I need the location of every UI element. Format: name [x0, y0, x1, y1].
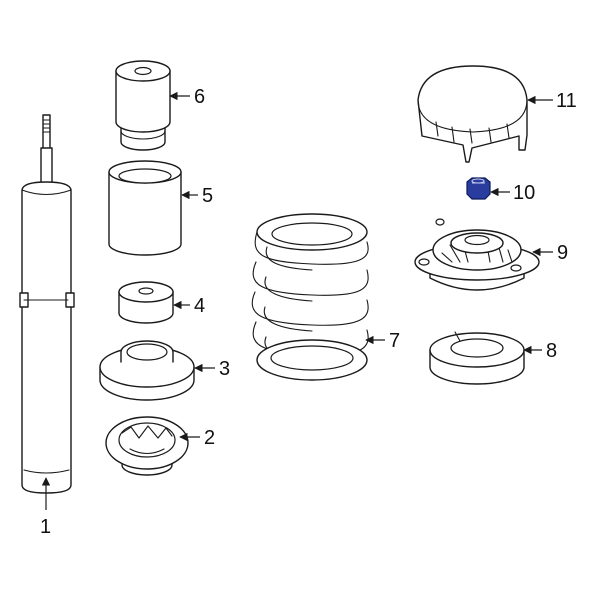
callout-5: 5 [202, 185, 213, 207]
callout-1: 1 [40, 516, 51, 538]
part-8-spring-isolator [429, 331, 525, 385]
part-3-bump-stop-seat [99, 340, 195, 401]
callout-2: 2 [204, 427, 215, 449]
callout-11: 11 [556, 90, 577, 112]
leader-lines [41, 91, 553, 510]
callout-10: 10 [513, 182, 535, 204]
part-1-strut [19, 114, 75, 494]
callout-3: 3 [219, 358, 230, 380]
part-10-nut [466, 177, 491, 200]
callout-7: 7 [389, 330, 400, 352]
callout-4: 4 [194, 295, 205, 317]
callout-9: 9 [557, 242, 568, 264]
part-6-bump-stop [115, 60, 171, 151]
part-2-lower-spring-seat [105, 416, 189, 476]
part-4-bushing [118, 281, 174, 324]
callout-6: 6 [194, 86, 205, 108]
part-11-top-cap [417, 65, 528, 163]
part-9-strut-mount [414, 218, 540, 291]
callout-8: 8 [546, 340, 557, 362]
part-5-dust-cover [108, 160, 182, 256]
part-7-coil-spring [251, 213, 369, 381]
callout-labels: 1 2 3 4 5 6 7 8 9 10 11 [40, 86, 577, 538]
